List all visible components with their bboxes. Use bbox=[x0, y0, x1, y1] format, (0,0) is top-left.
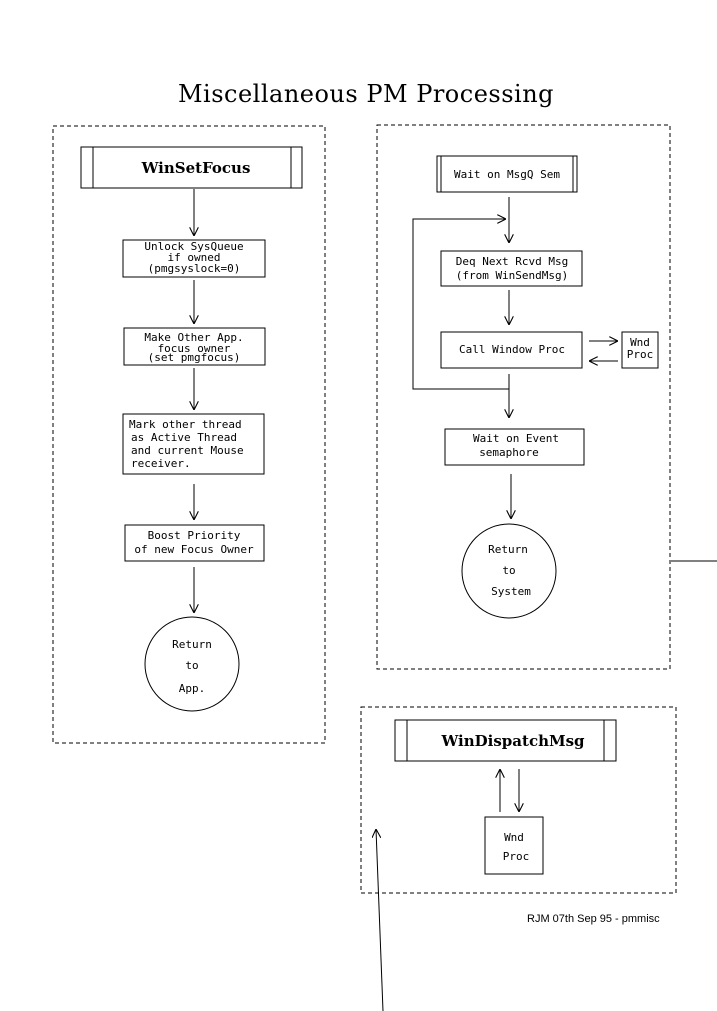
return-system-line-2: to bbox=[502, 564, 515, 577]
return-app-line-3: App. bbox=[179, 682, 206, 695]
active-line-4: receiver. bbox=[131, 457, 191, 470]
return-to-system-terminal: Return to System bbox=[461, 523, 557, 619]
call-window-proc-box: Call Window Proc bbox=[440, 331, 583, 369]
unlock-sysqueue-box: Unlock SysQueue if owned (pmgsyslock=0) bbox=[122, 239, 266, 278]
loop-back-arrow bbox=[412, 219, 509, 390]
win-set-focus-header: WinSetFocus bbox=[80, 146, 303, 189]
message-loop-panel bbox=[376, 124, 671, 670]
call-window-proc-label: Call Window Proc bbox=[459, 343, 565, 356]
offpage-connector-bottom bbox=[376, 829, 384, 1011]
footer-credit: RJM 07th Sep 95 - pmmisc bbox=[527, 913, 660, 925]
wait-event-line-2: semaphore bbox=[479, 446, 539, 459]
active-thread-box: Mark other thread as Active Thread and c… bbox=[122, 413, 265, 475]
unlock-line-2: if owned bbox=[168, 251, 221, 264]
return-app-line-2: to bbox=[185, 659, 198, 672]
win-set-focus-panel bbox=[52, 125, 326, 744]
boost-line-1: Boost Priority bbox=[148, 529, 241, 542]
active-line-2: as Active Thread bbox=[131, 431, 237, 444]
return-system-line-1: Return bbox=[488, 543, 528, 556]
unlock-line-1: Unlock SysQueue bbox=[144, 240, 243, 253]
wait-event-line-1: Wait on Event bbox=[473, 432, 559, 445]
unlock-line-3: (pmgsyslock=0) bbox=[148, 262, 241, 275]
wait-msgq-label: Wait on MsgQ Sem bbox=[454, 168, 560, 181]
boost-line-2: of new Focus Owner bbox=[134, 543, 254, 556]
boost-priority-box: Boost Priority of new Focus Owner bbox=[124, 524, 265, 562]
return-app-line-1: Return bbox=[172, 638, 212, 651]
wnd-proc-top-line-1: Wnd bbox=[630, 336, 650, 349]
page-title: Miscellaneous PM Processing bbox=[178, 80, 554, 108]
active-line-1: Mark other thread bbox=[129, 418, 242, 431]
active-line-3: and current Mouse bbox=[131, 444, 244, 457]
win-dispatch-label: WinDispatchMsg bbox=[440, 732, 585, 750]
return-system-line-3: System bbox=[491, 585, 531, 598]
deq-line-2: (from WinSendMsg) bbox=[456, 269, 569, 282]
focus-line-3: (set pmgfocus) bbox=[148, 351, 241, 364]
wnd-proc-top-line-2: Proc bbox=[627, 348, 654, 361]
wnd-proc-box-bottom: Wnd Proc bbox=[484, 816, 544, 875]
deq-line-1: Deq Next Rcvd Msg bbox=[456, 255, 569, 268]
wait-event-box: Wait on Event semaphore bbox=[444, 428, 585, 466]
wnd-proc-bottom-line-2: Proc bbox=[503, 850, 530, 863]
win-dispatch-panel bbox=[360, 706, 677, 894]
wnd-proc-bottom-line-1: Wnd bbox=[504, 831, 524, 844]
win-dispatch-header: WinDispatchMsg bbox=[394, 719, 617, 762]
deq-msg-box: Deq Next Rcvd Msg (from WinSendMsg) bbox=[440, 250, 583, 287]
wnd-proc-box-top: Wnd Proc bbox=[621, 331, 659, 369]
wait-msgq-box: Wait on MsgQ Sem bbox=[436, 155, 578, 193]
win-set-focus-label: WinSetFocus bbox=[141, 159, 251, 177]
focus-line-2: focus owner bbox=[158, 342, 231, 355]
make-focus-owner-box: Make Other App. focus owner (set pmgfocu… bbox=[123, 327, 266, 366]
return-to-app-terminal: Return to App. bbox=[144, 616, 240, 712]
focus-line-1: Make Other App. bbox=[144, 331, 243, 344]
